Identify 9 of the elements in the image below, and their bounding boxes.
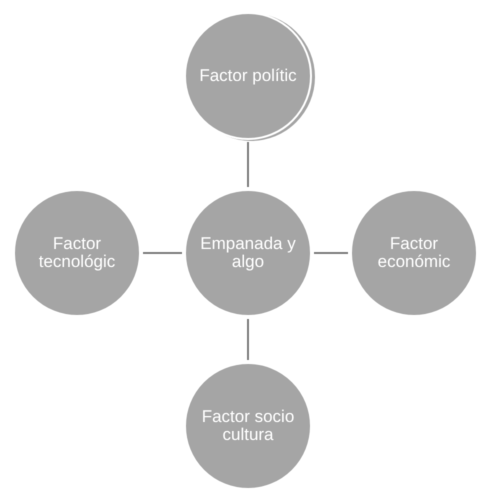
node-label: Factor socio cultura bbox=[200, 408, 296, 444]
node-label: Factor tecnológic bbox=[38, 235, 116, 271]
connector-line bbox=[247, 319, 249, 360]
connector-line bbox=[143, 252, 182, 254]
node-label: Factor económic bbox=[376, 235, 452, 271]
connector-line bbox=[314, 252, 348, 254]
node-label: Empanada y algo bbox=[199, 235, 297, 271]
node-label: Factor polític bbox=[199, 67, 297, 85]
connector-line bbox=[247, 142, 249, 187]
